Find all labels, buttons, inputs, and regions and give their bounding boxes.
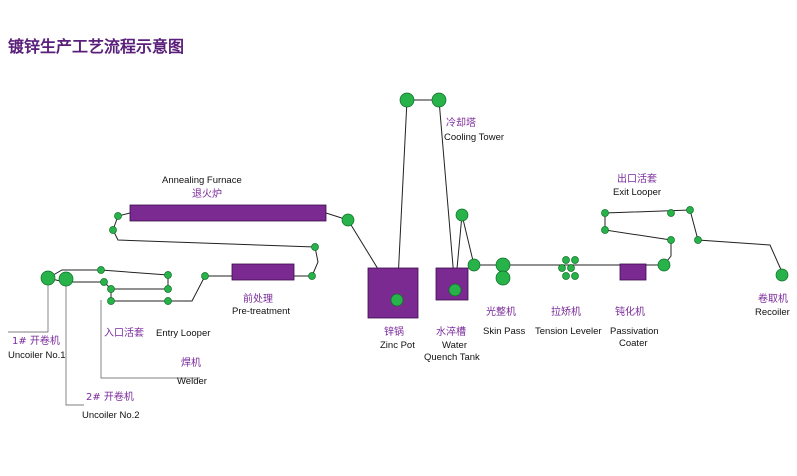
- quench-tank-label-zh: 水淬槽: [436, 325, 466, 338]
- uncoiler1-roll: [40, 270, 56, 286]
- passivation-label-en2: Coater: [619, 338, 648, 349]
- tower-roll: [399, 92, 415, 108]
- skin-pass-label-zh: 光整机: [486, 305, 516, 318]
- pretreatment-label-zh: 前处理: [243, 292, 273, 305]
- skin-pass-roll: [495, 270, 511, 286]
- roller: [109, 226, 117, 234]
- zinc-pot-roll: [390, 293, 404, 307]
- roller: [601, 209, 609, 217]
- zinc-pot-label-zh: 锌锅: [384, 325, 404, 338]
- pretreatment-box: [231, 263, 295, 281]
- zinc-pot-box: [367, 267, 419, 319]
- roller: [164, 271, 172, 279]
- roller: [686, 206, 694, 214]
- uncoiler2-roll: [58, 271, 74, 287]
- furnace-box: [129, 204, 327, 222]
- roller: [97, 266, 105, 274]
- roller: [311, 243, 319, 251]
- roller: [107, 285, 115, 293]
- leveler-roll: [567, 264, 575, 272]
- furnace-label-zh: 退火炉: [192, 188, 222, 200]
- roller: [657, 258, 671, 272]
- quench-tank-label-en2: Quench Tank: [424, 352, 480, 363]
- roller: [601, 226, 609, 234]
- uncoiler2-label-en: Uncoiler No.2: [82, 410, 140, 421]
- furnace-label-en: Annealing Furnace: [162, 175, 242, 186]
- entry-looper-label-en: Entry Looper: [156, 328, 210, 339]
- roller: [201, 272, 209, 280]
- roller: [164, 285, 172, 293]
- uncoiler2-label-zh: 2# 开卷机: [86, 390, 134, 403]
- leveler-roll: [562, 256, 570, 264]
- uncoiler1-label-zh: 1# 开卷机: [12, 334, 60, 347]
- pretreatment-label-en: Pre-treatment: [232, 306, 290, 317]
- uncoiler1-label-en: Uncoiler No.1: [8, 350, 66, 361]
- roller: [164, 297, 172, 305]
- passivation-label-zh: 钝化机: [615, 305, 645, 318]
- tension-leveler-label-en: Tension Leveler: [535, 326, 602, 337]
- recoiler-label-zh: 卷取机: [758, 292, 788, 305]
- passivation-label-en1: Passivation: [610, 326, 659, 337]
- passivation-box: [619, 263, 647, 281]
- recoiler-label-en: Recoiler: [755, 307, 790, 318]
- roller: [100, 278, 108, 286]
- tension-leveler-label-zh: 拉矫机: [551, 305, 581, 318]
- roller: [694, 236, 702, 244]
- leveler-roll: [571, 272, 579, 280]
- roller: [667, 209, 675, 217]
- roller: [114, 212, 122, 220]
- leveler-roll: [571, 256, 579, 264]
- roller: [467, 258, 481, 272]
- tower-roll: [431, 92, 447, 108]
- skin-pass-roll: [495, 257, 511, 273]
- roller: [341, 213, 355, 227]
- roller: [667, 236, 675, 244]
- exit-looper-label-en: Exit Looper: [613, 187, 661, 198]
- quench-roll: [448, 283, 462, 297]
- zinc-pot-label-en: Zinc Pot: [380, 340, 415, 351]
- roller: [107, 297, 115, 305]
- quench-tank-label-en1: Water: [442, 340, 467, 351]
- roller: [308, 272, 316, 280]
- label-leaders: [8, 285, 200, 406]
- leveler-roll: [562, 272, 570, 280]
- cooling-tower-label-zh: 冷却塔: [446, 116, 476, 129]
- roller: [455, 208, 469, 222]
- diagram-title: 镀锌生产工艺流程示意图: [8, 37, 184, 56]
- recoiler-roll: [775, 268, 789, 282]
- skin-pass-label-en: Skin Pass: [483, 326, 525, 337]
- entry-looper-label-zh: 入口活套: [104, 326, 144, 339]
- welder-label-zh: 焊机: [181, 356, 201, 369]
- rollers: [40, 92, 789, 307]
- exit-looper-label-zh: 出口活套: [617, 172, 657, 185]
- welder-label-en: Welder: [177, 376, 207, 387]
- leveler-roll: [558, 264, 566, 272]
- cooling-tower-label-en: Cooling Tower: [444, 132, 504, 143]
